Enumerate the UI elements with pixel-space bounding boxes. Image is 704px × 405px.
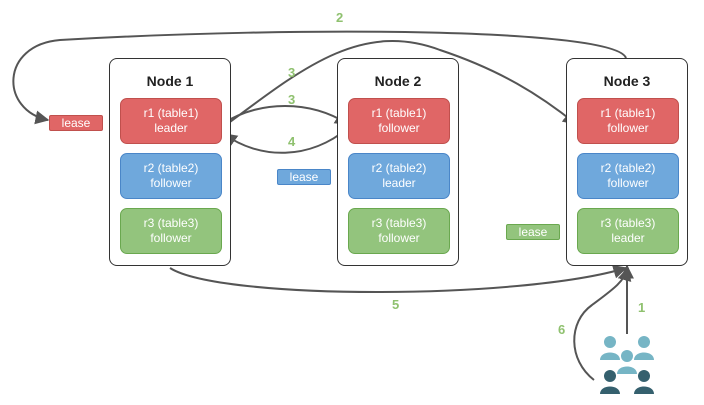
arrow-2 bbox=[12, 30, 627, 125]
replica-r1-leader: r1 (table1) leader bbox=[120, 98, 222, 144]
replica-r1-follower: r1 (table1) follower bbox=[348, 98, 450, 144]
replica-r3-leader: r3 (table3) leader bbox=[577, 208, 679, 254]
lease-badge-blue: lease bbox=[277, 169, 331, 185]
arrow-4 bbox=[222, 127, 349, 154]
replica-range: r1 (table1) bbox=[371, 106, 427, 120]
step-label-2: 2 bbox=[336, 10, 344, 25]
replica-role: follower bbox=[150, 176, 192, 190]
replica-role: follower bbox=[607, 121, 649, 135]
replica-role: leader bbox=[382, 176, 416, 190]
node-title: Node 1 bbox=[146, 73, 194, 89]
replica-role: follower bbox=[607, 176, 649, 190]
replica-r2-follower: r2 (table2) follower bbox=[120, 153, 222, 199]
lease-badge-red: lease bbox=[49, 115, 103, 131]
step-label-3-upper: 3 bbox=[288, 65, 296, 80]
lease-badge-green: lease bbox=[506, 224, 560, 240]
replica-r3-follower: r3 (table3) follower bbox=[120, 208, 222, 254]
replica-role: leader bbox=[611, 231, 645, 245]
replica-range: r1 (table1) bbox=[600, 106, 656, 120]
replica-role: follower bbox=[150, 231, 192, 245]
replica-range: r2 (table2) bbox=[600, 161, 656, 175]
replica-r1-follower: r1 (table1) follower bbox=[577, 98, 679, 144]
step-label-5: 5 bbox=[392, 297, 400, 312]
arrow-3-to-node2 bbox=[221, 105, 350, 125]
replica-range: r3 (table3) bbox=[143, 216, 199, 230]
replica-range: r3 (table3) bbox=[371, 216, 427, 230]
replica-range: r1 (table1) bbox=[143, 106, 199, 120]
replica-r3-follower: r3 (table3) follower bbox=[348, 208, 450, 254]
arrow-3-to-node3 bbox=[221, 40, 578, 129]
replica-range: r2 (table2) bbox=[371, 161, 427, 175]
replica-r2-leader: r2 (table2) leader bbox=[348, 153, 450, 199]
replica-role: follower bbox=[378, 231, 420, 245]
arrow-6 bbox=[573, 266, 632, 381]
step-label-3-lower: 3 bbox=[288, 92, 296, 107]
arrow-5 bbox=[169, 264, 628, 293]
replica-r2-follower: r2 (table2) follower bbox=[577, 153, 679, 199]
replica-role: leader bbox=[154, 121, 188, 135]
node-1: Node 1 r1 (table1) leader r2 (table2) fo… bbox=[109, 58, 231, 266]
replica-role: follower bbox=[378, 121, 420, 135]
node-title: Node 2 bbox=[374, 73, 422, 89]
replica-range: r2 (table2) bbox=[143, 161, 199, 175]
step-label-1: 1 bbox=[638, 300, 646, 315]
users-group-icon bbox=[600, 336, 654, 394]
replica-range: r3 (table3) bbox=[600, 216, 656, 230]
node-title: Node 3 bbox=[603, 73, 651, 89]
node-2: Node 2 r1 (table1) follower r2 (table2) … bbox=[337, 58, 459, 266]
step-label-4: 4 bbox=[288, 134, 296, 149]
node-3: Node 3 r1 (table1) follower r2 (table2) … bbox=[566, 58, 688, 266]
step-label-6: 6 bbox=[558, 322, 566, 337]
